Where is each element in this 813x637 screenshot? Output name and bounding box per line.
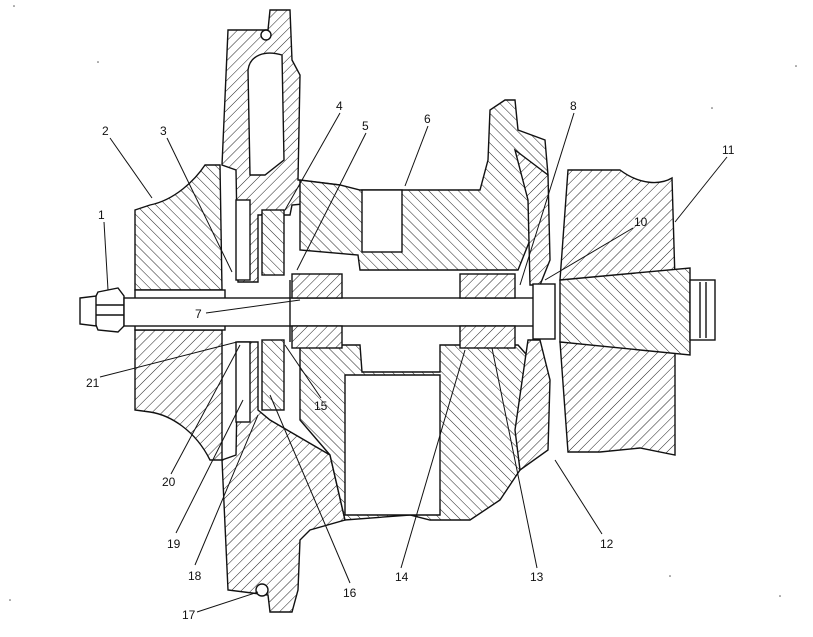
leader-lines: [99, 112, 728, 613]
leader-5: [296, 132, 367, 271]
leader-1: [103, 221, 109, 291]
leader-16: [269, 394, 351, 584]
o-ring-bottom: [255, 583, 269, 597]
leader-14: [400, 349, 466, 569]
callout-5: 5: [362, 119, 369, 133]
heat-shield: [513, 148, 551, 472]
leader-20: [170, 344, 241, 475]
leader-15: [284, 344, 322, 399]
leader-17: [196, 591, 259, 613]
leader-11: [674, 156, 728, 223]
callout-1: 1: [98, 208, 105, 222]
leader-21: [99, 341, 238, 378]
scan-specks: [9, 5, 797, 601]
callout-4: 4: [336, 99, 343, 113]
compressor-housing-lower: [221, 341, 346, 613]
leader-19: [175, 399, 244, 534]
shaft-nut: [79, 287, 125, 333]
callout-19: 19: [167, 537, 181, 551]
leader-3: [166, 137, 233, 273]
callout-8: 8: [570, 99, 577, 113]
turbine-wheel: [532, 169, 716, 456]
journal-bearing-compressor-side: [291, 273, 343, 349]
leader-10: [544, 227, 634, 281]
callout-14: 14: [395, 570, 409, 584]
callout-13: 13: [530, 570, 544, 584]
journal-bearing-turbine-side: [459, 273, 516, 349]
main-shaft: [123, 280, 555, 342]
callout-labels: 1 2 3 4 5 6 7 8 10 11 12 13 14 15 16 17 …: [86, 99, 735, 622]
leader-2: [109, 137, 153, 199]
leader-4: [284, 112, 341, 211]
callout-6: 6: [424, 112, 431, 126]
leader-6: [404, 125, 429, 187]
callout-7: 7: [195, 307, 202, 321]
callout-21: 21: [86, 376, 100, 390]
leader-12: [554, 459, 603, 535]
leader-13: [491, 347, 538, 569]
leader-8: [519, 112, 575, 286]
callout-16: 16: [343, 586, 357, 600]
callout-12: 12: [600, 537, 614, 551]
callout-3: 3: [160, 124, 167, 138]
bearing-housing: [299, 99, 549, 521]
thrust-collar: [235, 199, 285, 423]
o-ring-top: [260, 29, 272, 41]
callout-18: 18: [188, 569, 202, 583]
callout-10: 10: [634, 215, 648, 229]
callout-15: 15: [314, 399, 328, 413]
callout-11: 11: [722, 143, 735, 157]
leader-7: [205, 299, 301, 314]
callout-17: 17: [182, 608, 196, 622]
callout-2: 2: [102, 124, 109, 138]
callout-20: 20: [162, 475, 176, 489]
leader-18: [194, 414, 259, 566]
